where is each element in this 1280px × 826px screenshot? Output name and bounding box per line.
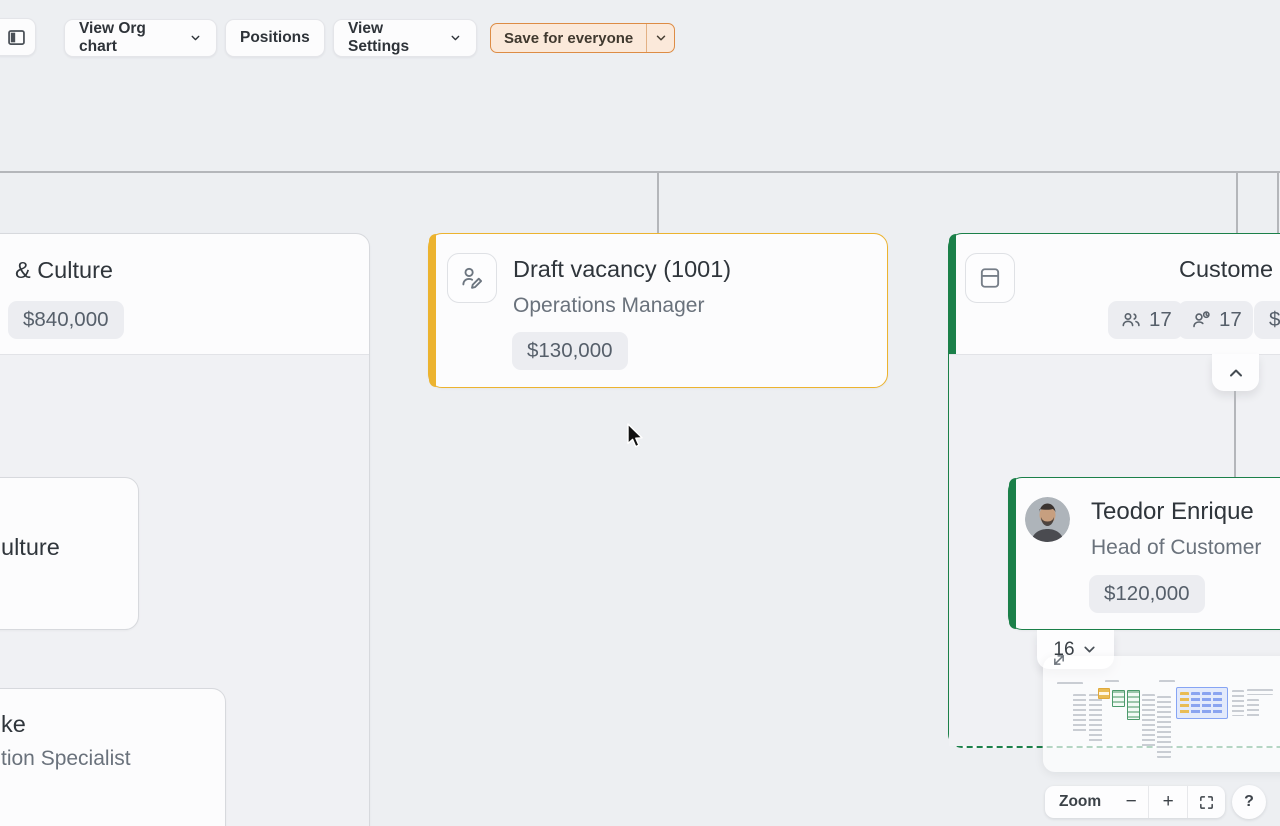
chevron-down-icon [191, 35, 200, 41]
view-org-chart-button[interactable]: View Org chart [64, 19, 217, 57]
employee-card-partial[interactable]: ke tion Specialist [0, 688, 226, 826]
budget-chip: $120,000 [1089, 575, 1205, 613]
position-title: ulture [1, 534, 60, 560]
connector-drop-draft [657, 173, 659, 234]
department-card-icon [980, 268, 1000, 288]
budget-chip: $840,000 [8, 301, 124, 339]
people-icon [1122, 313, 1140, 327]
employee-role: Head of Customer [1091, 536, 1262, 559]
mouse-cursor [627, 423, 643, 448]
zoom-toolbar: Zoom − + [1045, 786, 1226, 818]
draft-vacancy-card[interactable]: Draft vacancy (1001) Operations Manager … [428, 233, 888, 388]
teodor-accent-bar [1009, 478, 1016, 629]
chevron-down-icon [656, 35, 666, 41]
collapse-department-button[interactable] [1212, 354, 1259, 391]
zoom-in-button[interactable]: + [1162, 791, 1174, 812]
view-settings-button[interactable]: View Settings [333, 19, 477, 57]
zoom-label: Zoom [1059, 793, 1102, 810]
fullscreen-icon [1200, 795, 1214, 809]
member-count-chip: 17 [1108, 301, 1183, 339]
draft-accent-bar [429, 234, 436, 387]
save-options-button[interactable] [647, 24, 674, 52]
chevron-up-icon [1229, 369, 1242, 376]
connector-drop-edge [1277, 173, 1279, 233]
employee-card-teodor[interactable]: Teodor Enrique Head of Customer $120,000 [1008, 477, 1280, 630]
employee-name: Teodor Enrique [1091, 498, 1254, 525]
employee-name: ke [1, 711, 26, 737]
vacancy-title: Draft vacancy (1001) [513, 256, 732, 282]
panel-left-icon [8, 29, 25, 45]
minimap[interactable] [1043, 656, 1280, 772]
chevron-down-icon [451, 35, 460, 41]
department-icon-box [965, 253, 1015, 303]
vacancy-role: Operations Manager [513, 294, 705, 317]
department-title: Custome [1179, 256, 1274, 282]
connector-trunk [0, 171, 1280, 173]
department-title: & Culture [15, 257, 113, 283]
sidebar-toggle-button[interactable] [0, 18, 36, 56]
positions-button[interactable]: Positions [225, 19, 325, 57]
budget-chip: $130,000 [512, 332, 628, 370]
position-card-partial[interactable]: ulture [0, 477, 139, 630]
draft-vacancy-icon [462, 267, 483, 289]
chevron-down-icon [1083, 646, 1095, 653]
save-for-everyone-button[interactable]: Save for everyone [504, 29, 634, 47]
connector-drop-customer [1236, 173, 1238, 233]
vacancy-icon-box [447, 253, 497, 303]
avatar [1025, 497, 1070, 542]
position-count-chip: 17 [1178, 301, 1253, 339]
connector-inside-department [1234, 391, 1236, 478]
budget-chip-partial: $1 [1254, 301, 1280, 339]
person-clock-icon [1193, 311, 1210, 328]
help-button[interactable]: ? [1232, 785, 1266, 819]
fullscreen-button[interactable] [1188, 786, 1225, 818]
report-count: 16 [1053, 638, 1075, 660]
minimap-expand-icon[interactable] [1049, 650, 1069, 670]
save-split-button: Save for everyone [490, 23, 676, 53]
employee-role: tion Specialist [1, 747, 131, 770]
zoom-out-button[interactable]: − [1125, 791, 1137, 812]
